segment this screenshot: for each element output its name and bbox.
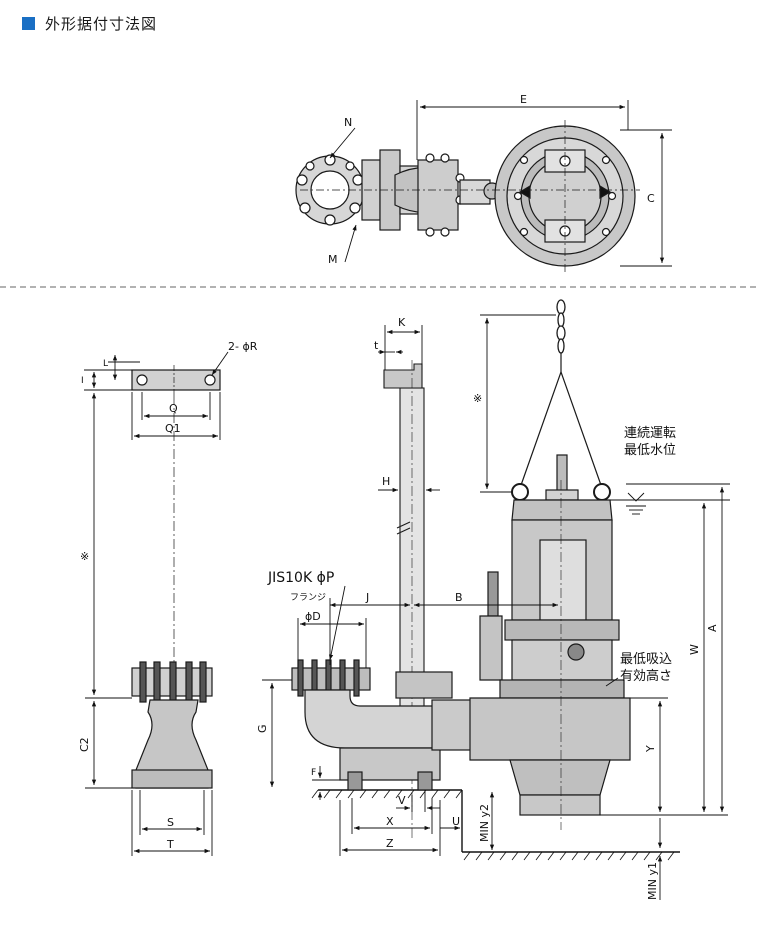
label-A: A: [706, 624, 719, 632]
label-asterisk-mid: ※: [473, 392, 482, 405]
label-F: F: [311, 768, 316, 778]
label-Y: Y: [644, 745, 657, 753]
page-title: 外形据付寸法図: [45, 15, 158, 33]
label-asterisk-left: ※: [80, 550, 89, 563]
side-view-left: [131, 365, 221, 789]
label-V: V: [398, 794, 406, 807]
label-jis-flange-size: JIS10K ϕP: [267, 570, 334, 586]
label-I: I: [81, 376, 84, 386]
label-L: L: [103, 359, 108, 369]
label-W: W: [688, 644, 701, 655]
label-E: E: [520, 93, 527, 106]
label-continuous-run-1: 連続運転: [624, 426, 676, 441]
label-H: H: [382, 475, 390, 488]
plan-view: [295, 120, 640, 275]
lifting-chain: [556, 299, 566, 354]
label-Q1: Q1: [165, 422, 181, 435]
label-G: G: [256, 724, 269, 733]
label-C-top: C: [647, 192, 655, 205]
label-S: S: [167, 816, 174, 829]
label-M: M: [328, 253, 338, 266]
label-J: J: [365, 591, 369, 604]
label-U: U: [452, 815, 460, 828]
label-min-suction-1: 最低吸込: [620, 652, 672, 667]
label-flange: フランジ: [290, 592, 326, 603]
label-K: K: [398, 316, 406, 329]
label-min-y2: MIN y2: [478, 804, 491, 842]
floor: [311, 789, 680, 861]
label-Z: Z: [386, 837, 394, 850]
label-continuous-run-2: 最低水位: [624, 443, 676, 458]
label-min-suction-2: 有効高さ: [620, 668, 672, 684]
label-X: X: [386, 815, 394, 828]
guide-pipe: [383, 360, 425, 840]
label-phi-D: ϕD: [305, 610, 321, 623]
label-t: t: [374, 339, 379, 352]
label-T: T: [166, 838, 174, 851]
pump-body: [469, 299, 631, 830]
duckfoot-bend: [291, 659, 481, 791]
title-square-icon: [22, 17, 35, 30]
label-C2: C2: [78, 737, 91, 752]
label-B: B: [455, 591, 463, 604]
water-level: [610, 483, 730, 515]
title-row: 外形据付寸法図: [22, 13, 157, 34]
plan-dimensions: [329, 100, 672, 267]
label-2phiR: 2- ϕR: [228, 340, 258, 353]
elevation-dimensions: [262, 314, 728, 900]
left-dimensions: [84, 351, 229, 856]
label-Q: Q: [169, 402, 178, 415]
label-N: N: [344, 116, 352, 129]
label-min-y1: MIN y1: [646, 862, 659, 900]
